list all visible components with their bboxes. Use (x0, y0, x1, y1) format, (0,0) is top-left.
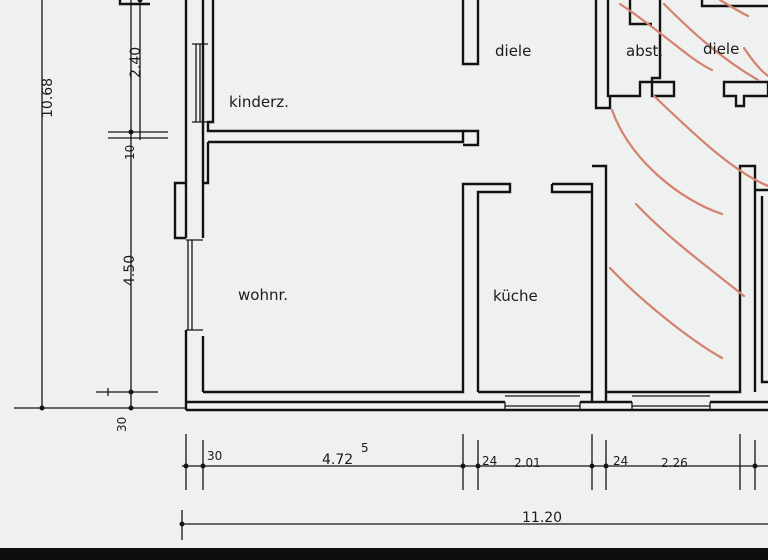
room-label-kueche: küche (493, 287, 538, 305)
dim-kueche-width: 2.01 (514, 456, 541, 470)
dim-wall-2: 24 (613, 454, 628, 468)
far-right-wall (755, 188, 768, 384)
window-wohnr (186, 239, 203, 331)
diele-right-walls (700, 0, 768, 108)
left-bay-niche (173, 142, 210, 240)
window-kinderz (192, 43, 208, 123)
dim-wohnr-width-sup: 5 (361, 441, 369, 455)
dim-wall-bottom: 30 (115, 417, 129, 432)
window-kueche (504, 395, 581, 410)
room-label-wohnr: wohnr. (238, 286, 288, 304)
left-exterior-wall (184, 0, 205, 410)
dim-kinderz-height: 2.40 (128, 47, 144, 78)
kinderz-partition (461, 0, 480, 147)
dim-overall-height: 10.68 (40, 78, 56, 118)
wohnr-walls (203, 0, 480, 394)
bottom-exterior-wall (186, 400, 768, 412)
dim-inner-wall: 10 (123, 145, 137, 160)
dim-wall-left: 30 (207, 449, 222, 463)
room-label-diele-right: diele (703, 40, 739, 58)
middle-wall (590, 164, 757, 402)
room-label-kinderz: kinderz. (229, 93, 289, 111)
abst-walls (594, 0, 676, 110)
vertical-dimensions (14, 0, 185, 411)
dim-overall-width: 11.20 (522, 510, 562, 526)
top-stub (118, 0, 150, 6)
dim-wohnr-width: 4.72 (322, 452, 353, 468)
kueche-walls (476, 182, 594, 394)
window-right-room (631, 395, 711, 410)
dim-wohnr-height: 4.50 (122, 255, 138, 286)
dim-right-room-width: 2.26 (661, 456, 688, 470)
walls (118, 0, 768, 412)
room-label-abst: abst. (626, 42, 663, 60)
room-label-diele-left: diele (495, 42, 531, 60)
bottom-border (0, 548, 768, 560)
horizontal-dimensions (179, 434, 768, 540)
dim-wall-1: 24 (482, 454, 497, 468)
red-hatching (608, 0, 768, 360)
